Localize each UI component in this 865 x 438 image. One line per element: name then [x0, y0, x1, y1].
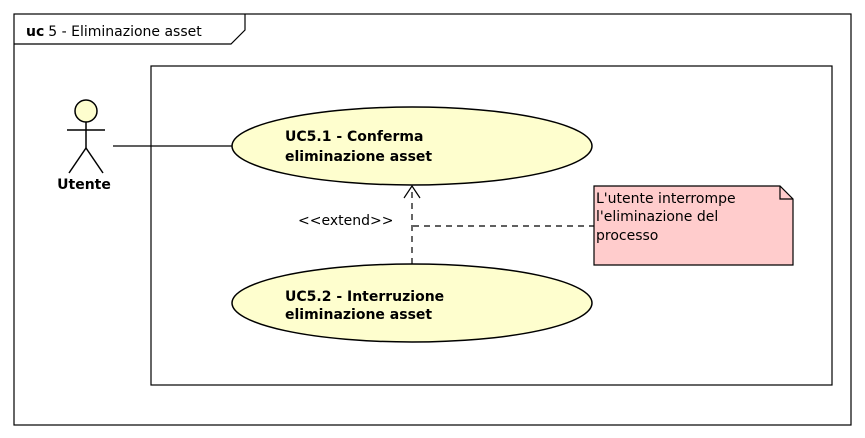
use-case-uc5-2: UC5.2 - Interruzione eliminazione asset — [231, 263, 593, 343]
note-fold — [779, 186, 793, 200]
use-case-label-line2: eliminazione asset — [285, 149, 432, 165]
note-body — [593, 185, 794, 266]
actor-utente: Utente — [57, 99, 111, 193]
use-case-label-line1: UC5.2 - Interruzione — [285, 289, 444, 305]
note-line-3: processo — [596, 228, 658, 244]
note-line-1: L'utente interrompe — [596, 191, 736, 207]
extend-stereotype-label: <<extend>> — [298, 213, 393, 229]
use-case-uc5-1: UC5.1 - Conferma eliminazione asset — [231, 106, 593, 186]
use-case-label-line2: eliminazione asset — [285, 307, 432, 323]
actor-label: Utente — [57, 177, 111, 193]
frame-title-text: 5 - Eliminazione asset — [48, 24, 202, 40]
actor-head — [74, 99, 98, 123]
frame-title-tab — [14, 14, 246, 45]
use-case-label-line1: UC5.1 - Conferma — [285, 129, 423, 145]
extend-arrowhead — [403, 184, 421, 199]
note: L'utente interrompe l'eliminazione del p… — [593, 185, 794, 266]
actor-left-leg — [68, 147, 87, 174]
actor-right-leg — [85, 147, 104, 174]
frame-keyword: uc — [26, 24, 44, 40]
extend-relationship: <<extend>> — [298, 184, 421, 264]
use-case-ellipse — [231, 106, 593, 186]
note-line-2: l'eliminazione del — [596, 209, 718, 225]
